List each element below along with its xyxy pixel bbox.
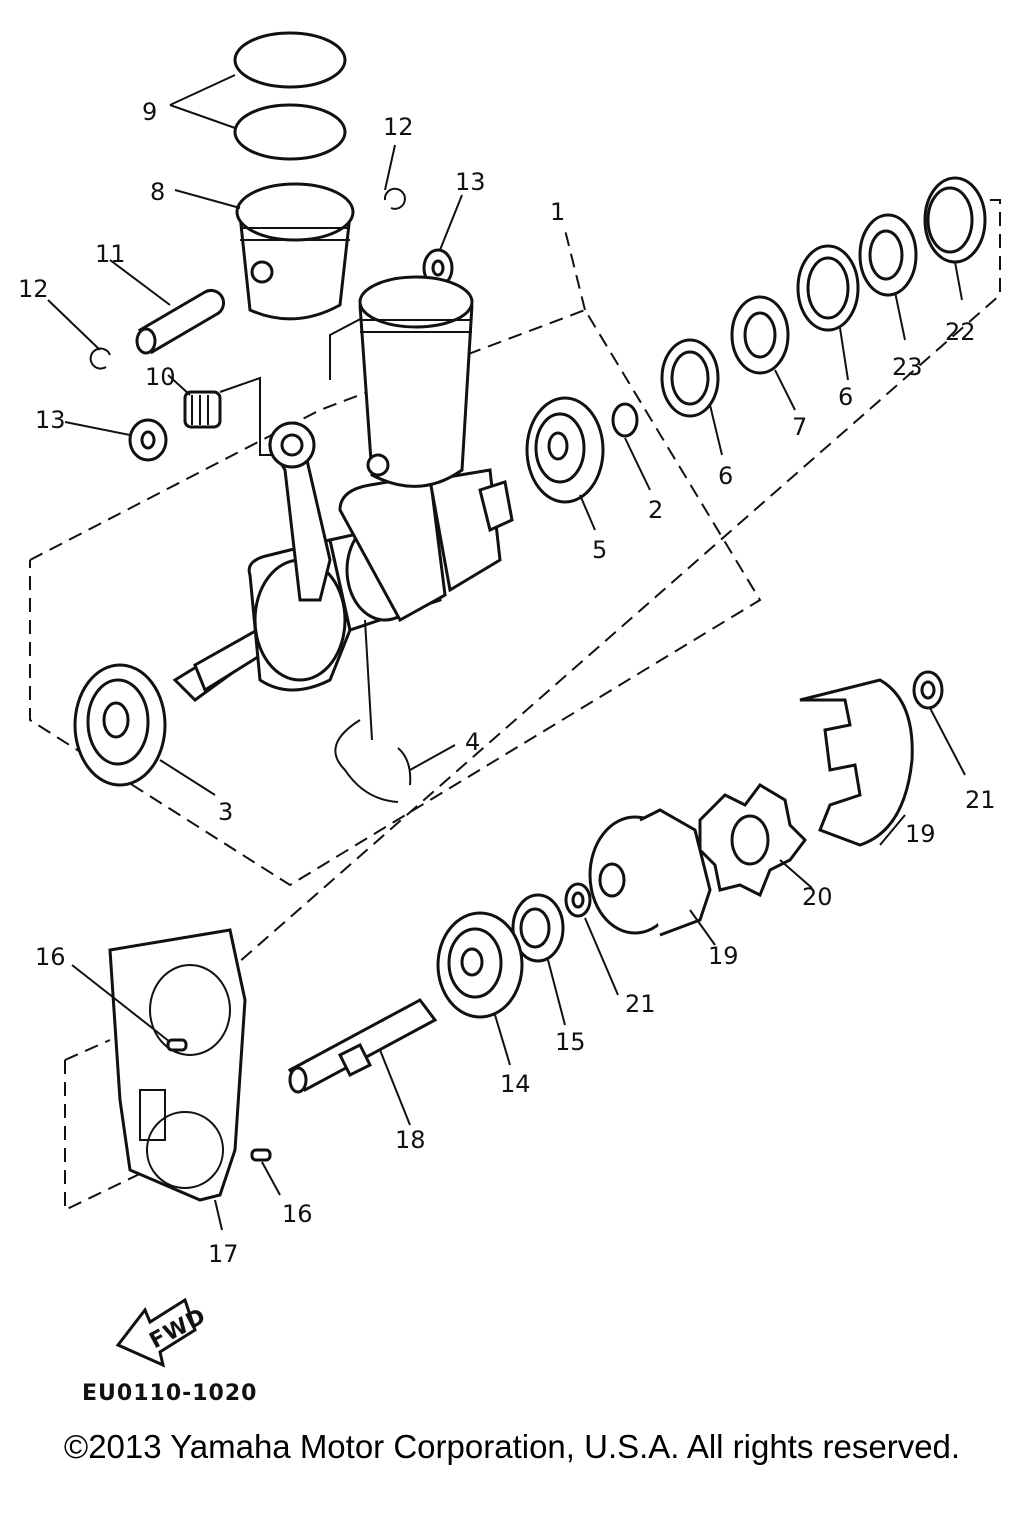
callout: 12 (383, 113, 414, 141)
rubber-damper (698, 783, 813, 898)
callout: 8 (150, 178, 165, 206)
circlip-top (383, 187, 406, 210)
callout: 20 (802, 883, 833, 911)
callout: 17 (208, 1240, 239, 1268)
callout: 19 (905, 820, 936, 848)
callout: 15 (555, 1028, 586, 1056)
fwd-arrow-icon: FWD (115, 1297, 211, 1368)
callout: 4 (465, 728, 480, 756)
callout-labels: 1 2 3 4 5 6 6 7 8 9 10 11 12 12 13 13 14… (18, 98, 996, 1268)
gasket (108, 928, 247, 1231)
diagram-code: EU0110-1020 (82, 1381, 257, 1406)
collar (923, 176, 987, 301)
callout: 10 (145, 363, 176, 391)
oil-seal (730, 295, 796, 411)
oil-seal-plate (796, 244, 860, 381)
oil-seal-front (660, 338, 723, 456)
piston-rings (169, 31, 347, 161)
crankshaft (172, 421, 514, 702)
callout: 3 (218, 798, 233, 826)
callout: 5 (592, 536, 607, 564)
dowel-pin-bottom (250, 1148, 281, 1196)
callout: 21 (625, 990, 656, 1018)
o-ring (611, 402, 639, 438)
bearing-rear (858, 213, 918, 341)
main-bearing-left (73, 663, 216, 796)
drive-shaft (287, 998, 438, 1126)
callout: 7 (792, 413, 807, 441)
piston-assembled (358, 275, 474, 488)
circlip-left (89, 347, 111, 370)
callout: 16 (35, 943, 66, 971)
callout: 11 (95, 240, 126, 268)
callout: 13 (35, 406, 66, 434)
crankshaft-assembly-outline (29, 308, 762, 887)
callout: 2 (648, 496, 663, 524)
callout: 16 (282, 1200, 313, 1228)
piston-pin (109, 259, 226, 355)
coupling-rear (799, 678, 914, 847)
callout: 9 (142, 98, 157, 126)
callout: 13 (455, 168, 486, 196)
gasket-group-outline (229, 199, 1001, 971)
bearing-15 (511, 893, 566, 1026)
piston (174, 182, 355, 321)
coupling-front (588, 808, 716, 946)
callout: 1 (550, 198, 565, 226)
callout: 19 (708, 942, 739, 970)
callout: 6 (718, 462, 733, 490)
copyright-notice: ©2013 Yamaha Motor Corporation, U.S.A. A… (63, 1428, 961, 1465)
washer-21-bottom (564, 882, 619, 996)
main-bearing-right (525, 396, 605, 531)
callout: 18 (395, 1126, 426, 1154)
callout: 23 (892, 353, 923, 381)
callout: 12 (18, 275, 49, 303)
callout: 6 (838, 383, 853, 411)
dowel-pin-top (71, 964, 188, 1052)
callout: 22 (945, 318, 976, 346)
callout: 21 (965, 786, 996, 814)
bearing-14 (436, 911, 524, 1066)
callout: 14 (500, 1070, 531, 1098)
washer-21-top (912, 670, 966, 776)
needle-bearing (167, 374, 272, 456)
retaining-ring (334, 719, 412, 803)
